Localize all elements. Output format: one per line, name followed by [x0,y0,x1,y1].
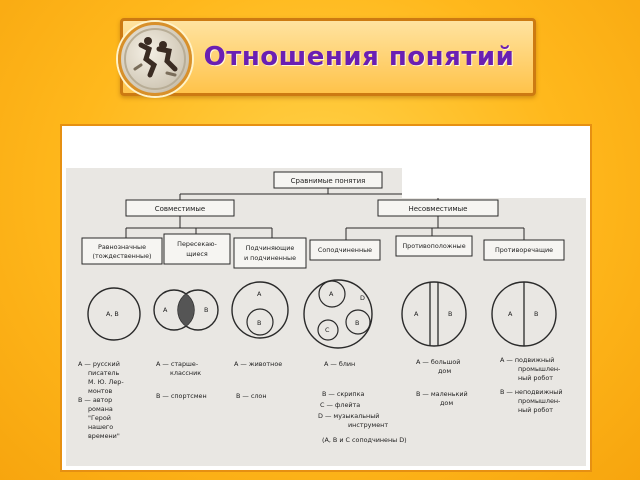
white-band-right [402,168,586,198]
caption-6-line: ный робот [518,406,553,414]
group-incompatible: Несовместимые [408,205,467,213]
type-opposite: Противоположные [402,242,465,250]
caption-1-line: времени" [88,432,120,440]
type-intersect-1: Пересекаю- [177,240,217,248]
c4a-label: А [329,290,334,298]
caption-6-line: промышлен- [518,365,560,373]
caption-5-line: В — маленький [416,390,468,398]
caption-3-line: А — животное [234,360,282,368]
caption-6-line: А — подвижный [500,356,554,364]
c5b-label: В [448,310,452,318]
type-contradictory: Противоречащие [495,246,553,254]
caption-5-line: А — большой [416,358,460,366]
caption-2-line: В — спортсмен [156,392,207,400]
caption-2-line: классник [170,369,201,377]
runner-emblem-icon [118,22,192,96]
slide-frame: Сравнимые понятия Совместимые Несовмести… [60,124,592,472]
type-subordinate-1: Подчиняющие [246,244,295,252]
caption-6-line: ный робот [518,374,553,382]
type-equivalent-2: (тождественные) [93,252,152,260]
c6b-label: В [534,310,538,318]
caption-4-line: D — музыкальный [318,412,379,420]
c3b-label: В [257,319,261,327]
caption-6-line: В — неподвижный [500,388,563,396]
type-cosubordinate: Соподчиненные [318,246,372,254]
caption-1-line: А — русский [78,360,120,368]
c4b-label: В [355,319,359,327]
diagram-photo: Сравнимые понятия Совместимые Несовмести… [66,130,586,466]
type-intersect-2: щиеся [186,250,208,258]
caption-4-line: инструмент [348,421,388,429]
caption-5-line: дом [440,399,453,407]
c3a-label: А [257,290,262,298]
caption-1-line: романа [88,405,113,413]
caption-1-line: нашего [88,423,113,431]
caption-1-line: писатель [88,369,120,377]
caption-4-line: В — скрипка [322,390,364,398]
root-label: Сравнимые понятия [291,177,366,185]
caption-2-line: А — старше- [156,360,198,368]
type-subordinate-2: и подчиненные [244,254,296,262]
caption-1-line: монтов [88,387,113,395]
caption-3-line: В — слон [236,392,267,400]
c4c-label: С [325,326,330,334]
caption-6-line: промышлен- [518,397,560,405]
concept-diagram: Сравнимые понятия Совместимые Несовмести… [78,171,565,444]
caption-1-line: М. Ю. Лер- [88,378,124,386]
group-compatible: Совместимые [155,205,205,213]
caption-4-line: С — флейта [320,401,360,409]
c6a-label: А [508,310,513,318]
caption-4-line: А — блин [324,360,355,368]
c2a-label: А [163,306,168,314]
white-band [66,130,586,168]
caption-1-line: В — автор [78,396,112,404]
caption-4-line: (А, В и С соподчинены D) [322,436,407,444]
c4d-label: D [360,294,365,302]
caption-5-line: дом [438,367,451,375]
caption-1-line: "Герой [88,414,111,422]
page-title: Отношения понятий [203,42,515,72]
c1-label: А, В [106,310,119,318]
c2b-label: В [204,306,208,314]
c5a-label: А [414,310,419,318]
type-equivalent-1: Равнозначные [98,243,146,251]
